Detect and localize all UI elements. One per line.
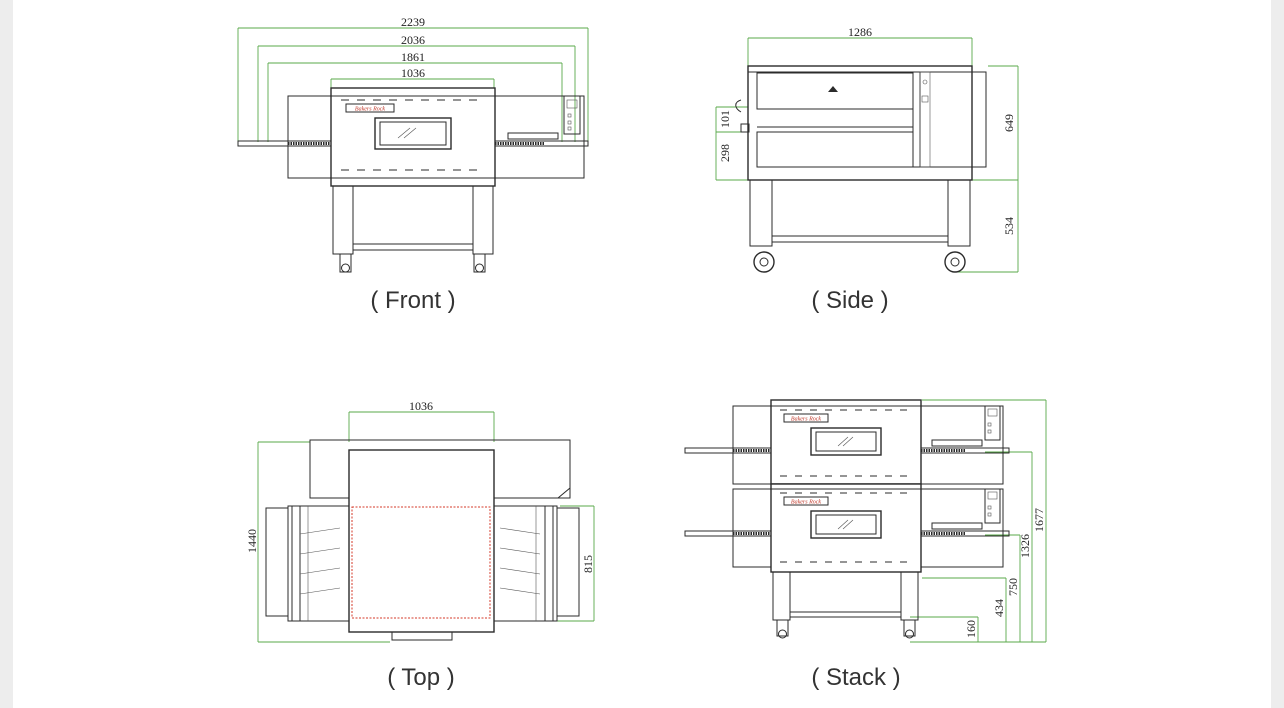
top-caption: ( Top ) [387,664,455,691]
front-brand-logo: Bakers Rock [355,107,385,113]
stack-dim-lower-conveyor: 750 [1006,578,1020,596]
stack-stand [772,571,919,639]
side-view: 1286 649 534 101 298 [715,25,1019,314]
front-oven-body: Bakers Rock [237,87,589,273]
front-dim-overall: 2239 [401,15,425,29]
front-view: 2239 2036 1861 1036 [237,15,589,314]
front-caption: ( Front ) [370,287,455,314]
front-dim-belt: 1861 [401,50,425,64]
side-dim-opening: 101 [718,110,732,128]
front-dim-chamber: 1036 [401,66,425,80]
side-dim-leg: 534 [1002,217,1016,235]
top-dim-depth: 1440 [245,529,259,553]
top-dim-width: 1036 [409,399,433,413]
side-dimension-lines [715,37,1019,273]
front-dim-conveyor: 2036 [401,33,425,47]
side-dim-conveyor-height: 298 [718,144,732,162]
stack-upper-oven: Bakers Rock [684,399,1010,485]
side-dim-height: 649 [1002,114,1016,132]
drawing-sheet: 2239 2036 1861 1036 [13,0,1271,708]
stack-dim-total: 1677 [1032,508,1046,532]
front-dimension-lines [237,27,589,142]
stack-dim-upper-conveyor: 1326 [1018,534,1032,558]
top-dim-belt-width: 815 [581,555,595,573]
baking-area [351,506,491,619]
stack-dim-leg: 434 [992,599,1006,617]
top-view: 1036 1440 815 [245,399,595,691]
top-dimension-lines [257,411,595,643]
stack-upper-brand-logo: Bakers Rock [791,417,821,423]
side-caption: ( Side ) [811,287,888,314]
technical-drawing: 2239 2036 1861 1036 [237,15,1047,691]
stack-lower-brand-logo: Bakers Rock [791,500,821,506]
stack-view: 1677 1326 750 434 160 Bakers Rock [684,399,1047,691]
stack-caption: ( Stack ) [811,664,900,691]
side-oven-body [735,65,987,273]
side-dim-depth: 1286 [848,25,872,39]
top-oven-body [265,439,580,641]
stack-dimension-lines [910,399,1047,643]
stack-dim-base: 160 [964,620,978,638]
stack-lower-oven: Bakers Rock [684,483,1010,573]
warning-triangle-icon [828,86,838,92]
